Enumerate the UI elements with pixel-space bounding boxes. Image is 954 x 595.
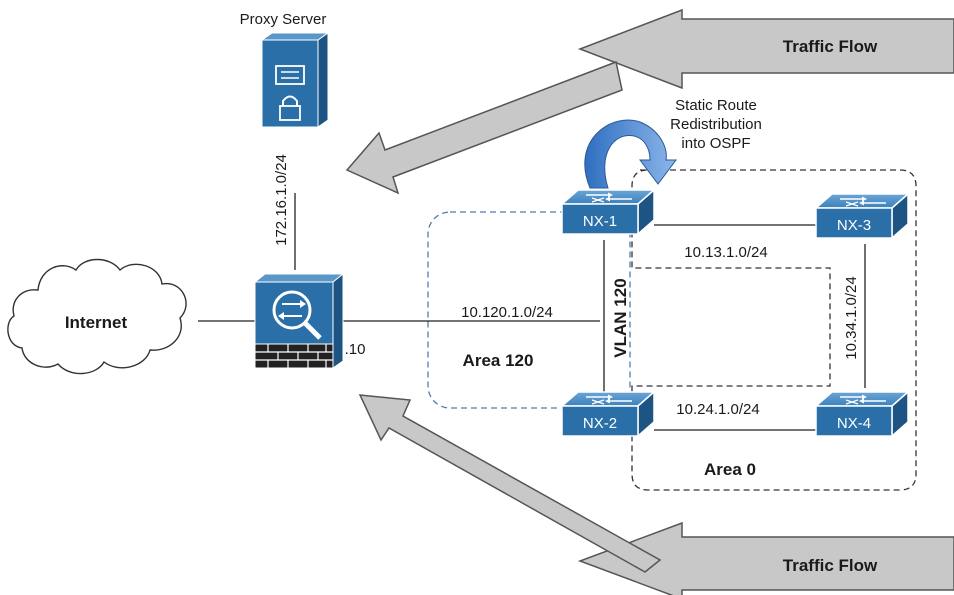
cloud-icon bbox=[7, 258, 187, 375]
switch-nx4: NX-4 bbox=[815, 391, 909, 437]
area-0-label: Area 0 bbox=[704, 460, 756, 479]
switch-nx3: NX-3 bbox=[815, 193, 909, 239]
area-0-boundary bbox=[631, 169, 917, 491]
switch-nx2: NX-2 bbox=[561, 391, 655, 437]
proxy-link-subnet-label: 172.16.1.0/24 bbox=[273, 154, 290, 246]
area-120-label: Area 120 bbox=[463, 351, 534, 370]
static-route-label-line3: into OSPF bbox=[681, 135, 750, 152]
static-route-label-line1: Static Route bbox=[675, 97, 757, 114]
vlan-label: VLAN 120 bbox=[611, 278, 630, 357]
nx3-nx4-subnet-label: 10.34.1.0/24 bbox=[843, 276, 860, 359]
firewall-link-subnet-label: 10.120.1.0/24 bbox=[461, 304, 553, 321]
curved-arrow-icon bbox=[584, 119, 677, 189]
network-links bbox=[198, 193, 866, 431]
static-route-label-line2: Redistribution bbox=[670, 116, 762, 133]
traffic-flow-arrow-bottom bbox=[577, 521, 954, 595]
traffic-flow-bottom-label: Traffic Flow bbox=[783, 556, 878, 575]
traffic-flow-top-label: Traffic Flow bbox=[783, 37, 878, 56]
switch-nx1: NX-1 bbox=[561, 189, 655, 235]
switch-nx1-label: NX-1 bbox=[583, 213, 617, 230]
firewall-ip-label: .10 bbox=[345, 341, 366, 358]
nx1-nx3-subnet-label: 10.13.1.0/24 bbox=[684, 244, 767, 261]
traffic-flow-arrow-lower-left bbox=[358, 394, 662, 573]
traffic-flow-arrow-upper-left bbox=[345, 60, 623, 195]
switch-nx2-label: NX-2 bbox=[583, 415, 617, 432]
traffic-flow-arrow-top bbox=[577, 8, 954, 90]
proxy-server-label: Proxy Server bbox=[240, 11, 327, 28]
nx2-nx4-subnet-label: 10.24.1.0/24 bbox=[676, 401, 759, 418]
internet-label: Internet bbox=[65, 313, 128, 332]
switch-nx4-label: NX-4 bbox=[837, 415, 871, 432]
switch-nx3-label: NX-3 bbox=[837, 217, 871, 234]
proxy-server-icon bbox=[260, 32, 330, 128]
firewall-icon bbox=[253, 272, 345, 369]
